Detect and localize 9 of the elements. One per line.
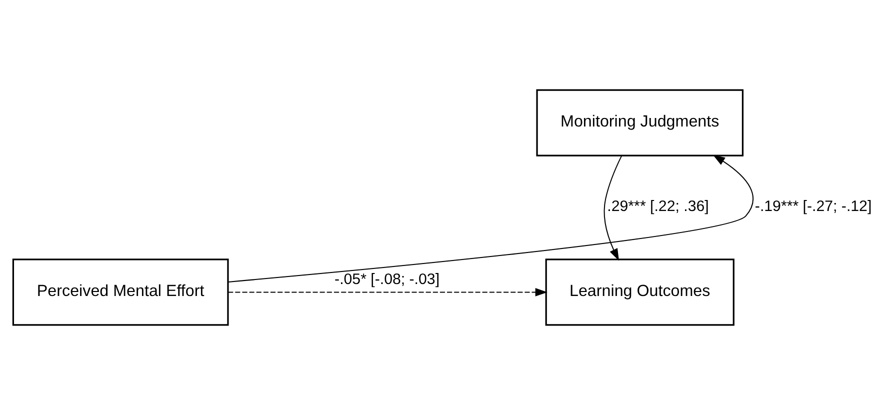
edge-label: -.05* [-.08; -.03] [334, 271, 440, 288]
arrow [228, 288, 547, 296]
node-box: Perceived Mental Effort [12, 258, 228, 326]
arrow [228, 154, 753, 282]
node-box: Monitoring Judgments [536, 89, 744, 156]
arrow [603, 155, 622, 261]
edge-label: .29*** [.22; .36] [606, 198, 708, 216]
node-box: Learning Outcomes [544, 258, 734, 326]
edge-label: -.19*** [-.27; -.12] [754, 198, 872, 216]
